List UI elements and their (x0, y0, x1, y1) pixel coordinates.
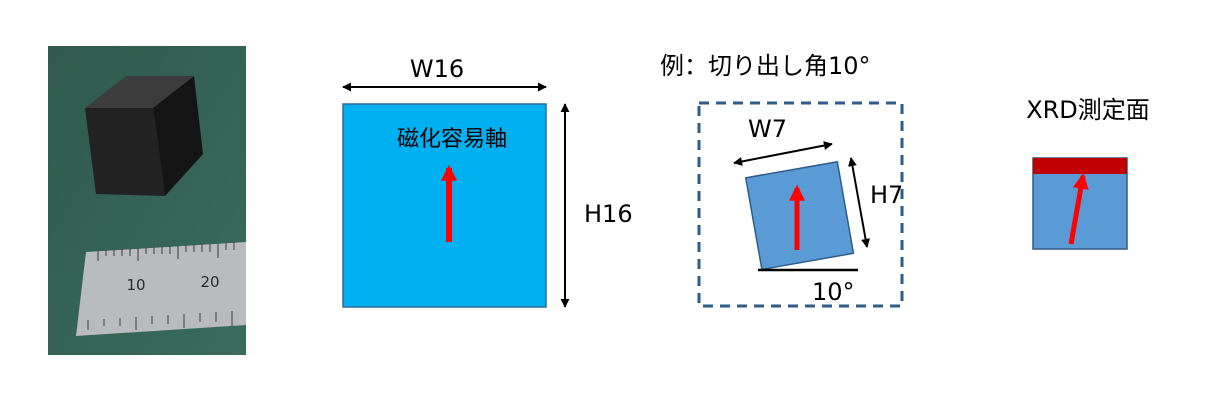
cut-example-title: 例：切り出し角10° (660, 52, 871, 80)
panel-cut-example: 例：切り出し角10° W7 H7 10° (660, 52, 904, 308)
width-label: W16 (410, 55, 464, 83)
xrd-axis-arrow (1068, 172, 1089, 245)
easy-axis-label: 磁化容易軸 (397, 127, 507, 152)
ruler-label-20: 20 (200, 273, 219, 291)
black-cube (85, 76, 203, 196)
h7-dimension-arrow (848, 157, 870, 248)
w7-label: W7 (748, 115, 787, 143)
full-square (342, 103, 547, 308)
angle-label: 10° (812, 278, 855, 306)
rotated-piece (744, 160, 855, 271)
rotated-square (744, 160, 855, 271)
steel-ruler: 10 20 (76, 242, 246, 336)
ruler-label-10: 10 (126, 276, 145, 294)
panel-full-square: W16 磁化容易軸 H16 (342, 55, 633, 308)
height-label: H16 (584, 200, 633, 228)
panel-xrd: XRD測定面 (1026, 96, 1150, 250)
h7-label: H7 (870, 181, 903, 209)
sample-photo: 10 20 (48, 46, 246, 355)
xrd-measurement-band (1033, 158, 1127, 174)
xrd-title: XRD測定面 (1026, 96, 1150, 124)
w7-dimension-arrow (733, 141, 833, 166)
